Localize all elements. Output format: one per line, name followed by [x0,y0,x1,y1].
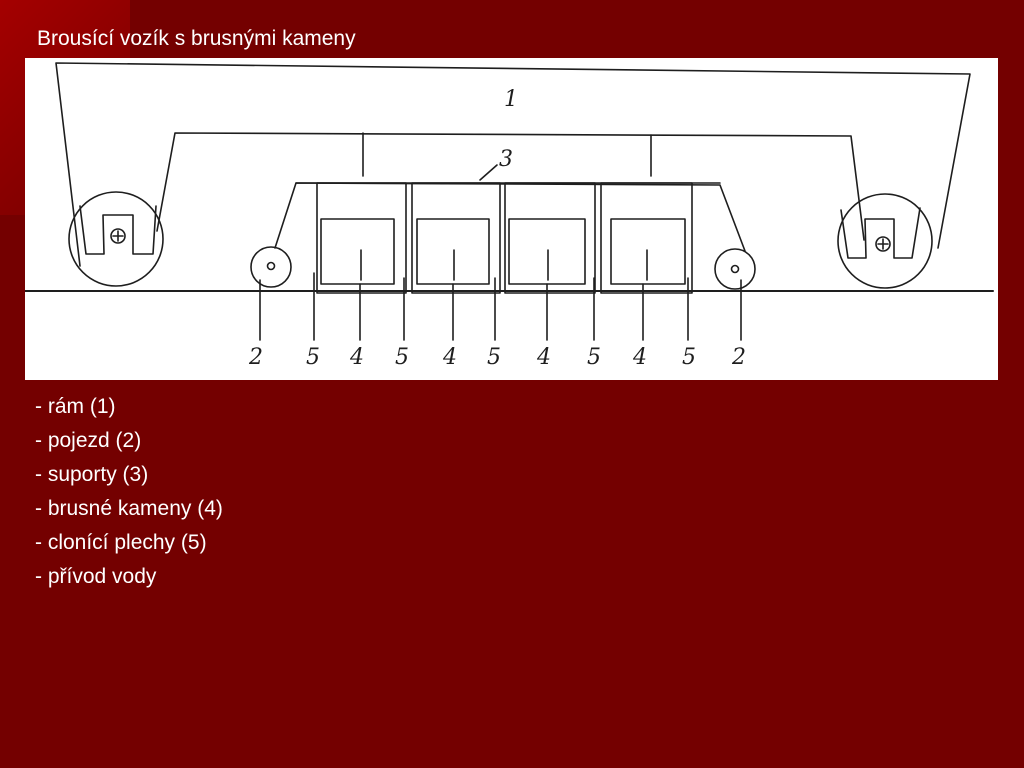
legend-item: - suporty (3) [35,463,149,486]
label-3: 3 [499,147,513,172]
legend-item: - clonící plechy (5) [35,531,207,554]
legend-item: - rám (1) [35,395,116,418]
label-bottom: 2 [731,345,746,370]
roller-left [250,246,292,288]
frame [55,62,971,267]
legend-list: - rám (1) - pojezd (2) - suporty (3) - b… [35,390,223,594]
legend-item: - pojezd (2) [35,429,142,452]
label-bottom: 2 [248,345,263,370]
label-bottom: 5 [487,345,501,370]
legend-item: - přívod vody [35,565,157,588]
wheel-right [837,193,933,289]
label-bottom: 5 [306,345,320,370]
grinding-units [316,182,693,294]
wheel-left [68,191,164,287]
roller-right [714,248,756,290]
slide-title: Brousící vozík s brusnými kameny [37,27,356,50]
label-bottom: 4 [632,345,647,370]
label-bottom: 5 [587,345,601,370]
legend-item: - brusné kameny (4) [35,497,223,520]
label-bottom: 4 [442,345,457,370]
label-1: 1 [504,87,518,112]
bottom-labels: 2 5 4 5 4 5 4 5 4 5 2 [248,345,746,370]
technical-diagram: 1 3 2 5 4 5 4 5 4 5 4 5 2 [25,58,998,380]
label-bottom: 5 [682,345,696,370]
label-bottom: 4 [536,345,551,370]
leader-lines [259,164,742,341]
label-bottom: 5 [395,345,409,370]
support-housing [274,182,746,252]
label-bottom: 4 [349,345,364,370]
diagram-svg: 1 3 2 5 4 5 4 5 4 5 4 5 2 [25,62,994,370]
